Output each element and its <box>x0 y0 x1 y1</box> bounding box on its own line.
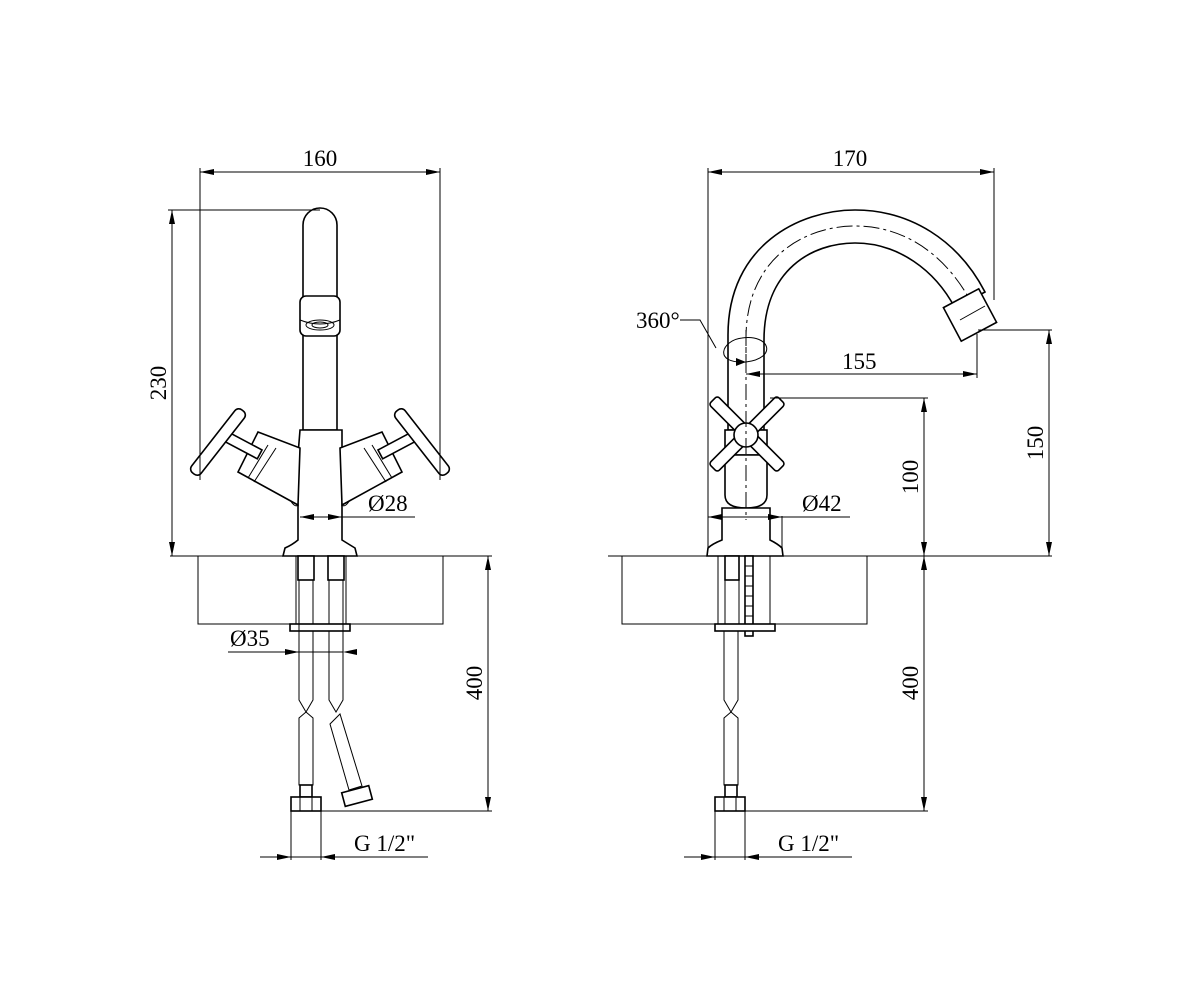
side-dimensions: 170 155 150 100 Ø42 <box>684 146 1052 860</box>
front-spout <box>299 207 341 431</box>
side-spout <box>727 209 998 431</box>
side-base-diameter-label: Ø42 <box>802 491 842 516</box>
front-view: 160 230 Ø28 Ø35 400 <box>146 146 492 860</box>
side-countertop <box>608 555 1052 625</box>
front-dimensions: 160 230 Ø28 Ø35 400 <box>146 146 492 860</box>
front-hoses <box>289 555 374 812</box>
side-width-label: 170 <box>833 146 868 171</box>
side-body <box>706 429 784 557</box>
front-left-handle <box>189 408 301 507</box>
front-width-label: 160 <box>303 146 338 171</box>
front-height-label: 230 <box>146 366 171 401</box>
side-hoses <box>714 555 776 812</box>
front-body-diameter-label: Ø28 <box>368 491 408 516</box>
side-spout-height-label: 150 <box>1023 426 1048 461</box>
side-hose-length-label: 400 <box>898 666 923 701</box>
front-thread-label: G 1/2" <box>354 831 415 856</box>
front-right-handle <box>339 408 451 507</box>
side-handle-height-label: 100 <box>898 460 923 495</box>
side-cross-handle <box>709 396 785 472</box>
front-hose-length-label: 400 <box>462 666 487 701</box>
side-rotation-indicator: 360° <box>636 308 767 520</box>
side-thread-label: G 1/2" <box>778 831 839 856</box>
side-view: 360° 170 <box>608 146 1052 860</box>
side-reach-label: 155 <box>842 349 877 374</box>
side-rotation-label: 360° <box>636 308 680 333</box>
front-hose-diameter-label: Ø35 <box>230 626 270 651</box>
